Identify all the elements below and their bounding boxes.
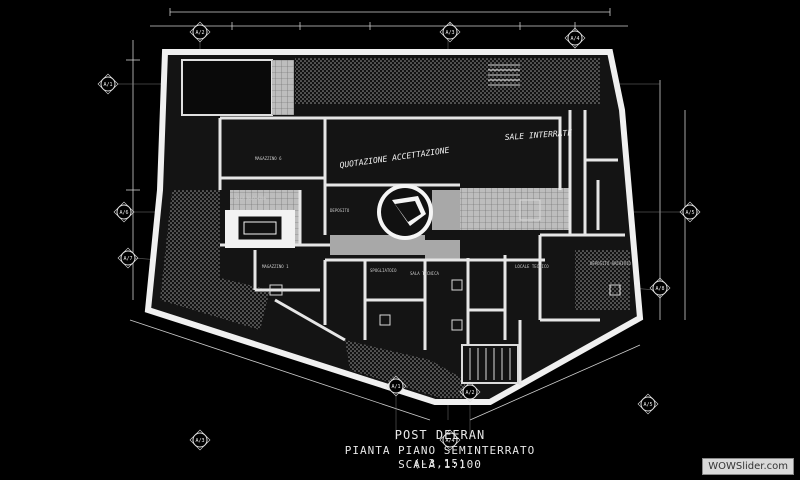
svg-text:A/2: A/2 [465,390,474,396]
svg-text:A/5: A/5 [643,402,652,408]
svg-text:A/4: A/4 [570,36,579,42]
svg-text:A/3: A/3 [445,30,454,36]
svg-text:A/1: A/1 [391,384,400,390]
svg-text:A/4: A/4 [445,438,454,444]
grid-marker: A/1 [385,375,407,397]
room-label: DEPOSITO ARCHIVIO [590,261,632,266]
room-label: MAGAZZINO 6 [255,156,282,161]
svg-text:A/3: A/3 [195,438,204,444]
room-label: SALA MACCHINE [235,196,267,201]
room-label: DEPOSITO [330,208,350,213]
grid-marker: A/8 [649,277,671,299]
elevator-block [225,210,295,248]
interior-walls [218,110,625,385]
grid-marker: A/5 [679,201,701,223]
grid-marker: A/3 [439,21,461,43]
spiral-staircase [377,184,433,240]
room-label: MAGAZZINO 1 [262,264,289,269]
svg-text:A/8: A/8 [655,286,664,292]
grid-marker: A/4 [564,27,586,49]
dimension-lines [126,8,686,421]
grid-marker: A/3 [189,429,211,451]
hatched-areas [160,58,630,398]
svg-text:A/6: A/6 [119,210,128,216]
fixtures [269,199,621,331]
svg-text:A/7: A/7 [123,256,132,262]
drawing-subtitle: PIANTA PIANO SEMINTERRATO (-3,15) [344,444,536,470]
room-label: LOCALE TECNICO [515,264,549,269]
grid-marker: A/1 [97,73,119,95]
drawing-title: POST DEERAN [394,428,486,442]
grid-marker: A/5 [637,393,659,415]
room-label: SPOGLIATOIO [370,268,397,273]
grid-marker: A/7 [117,247,139,269]
drawing-scale: SCALA 1:100 [398,458,482,471]
svg-text:A/1: A/1 [103,82,112,88]
grid-marker: A/6 [113,201,135,223]
room-labels: MAGAZZINO 6 DEPOSITO SALA MACCHINE MAGAZZIN… [235,156,632,276]
watermark-badge[interactable]: WOWSlider.com [702,458,794,475]
grid-marker: A/2 [189,21,211,43]
grid-marker: A/4 [439,429,461,451]
grid-marker: A/2 [459,381,481,403]
room-label: SALA TECNICA [410,271,439,276]
svg-text:A/5: A/5 [685,210,694,216]
staircase-south [461,344,519,384]
staircase-north [488,64,520,86]
svg-text:A/2: A/2 [195,30,204,36]
